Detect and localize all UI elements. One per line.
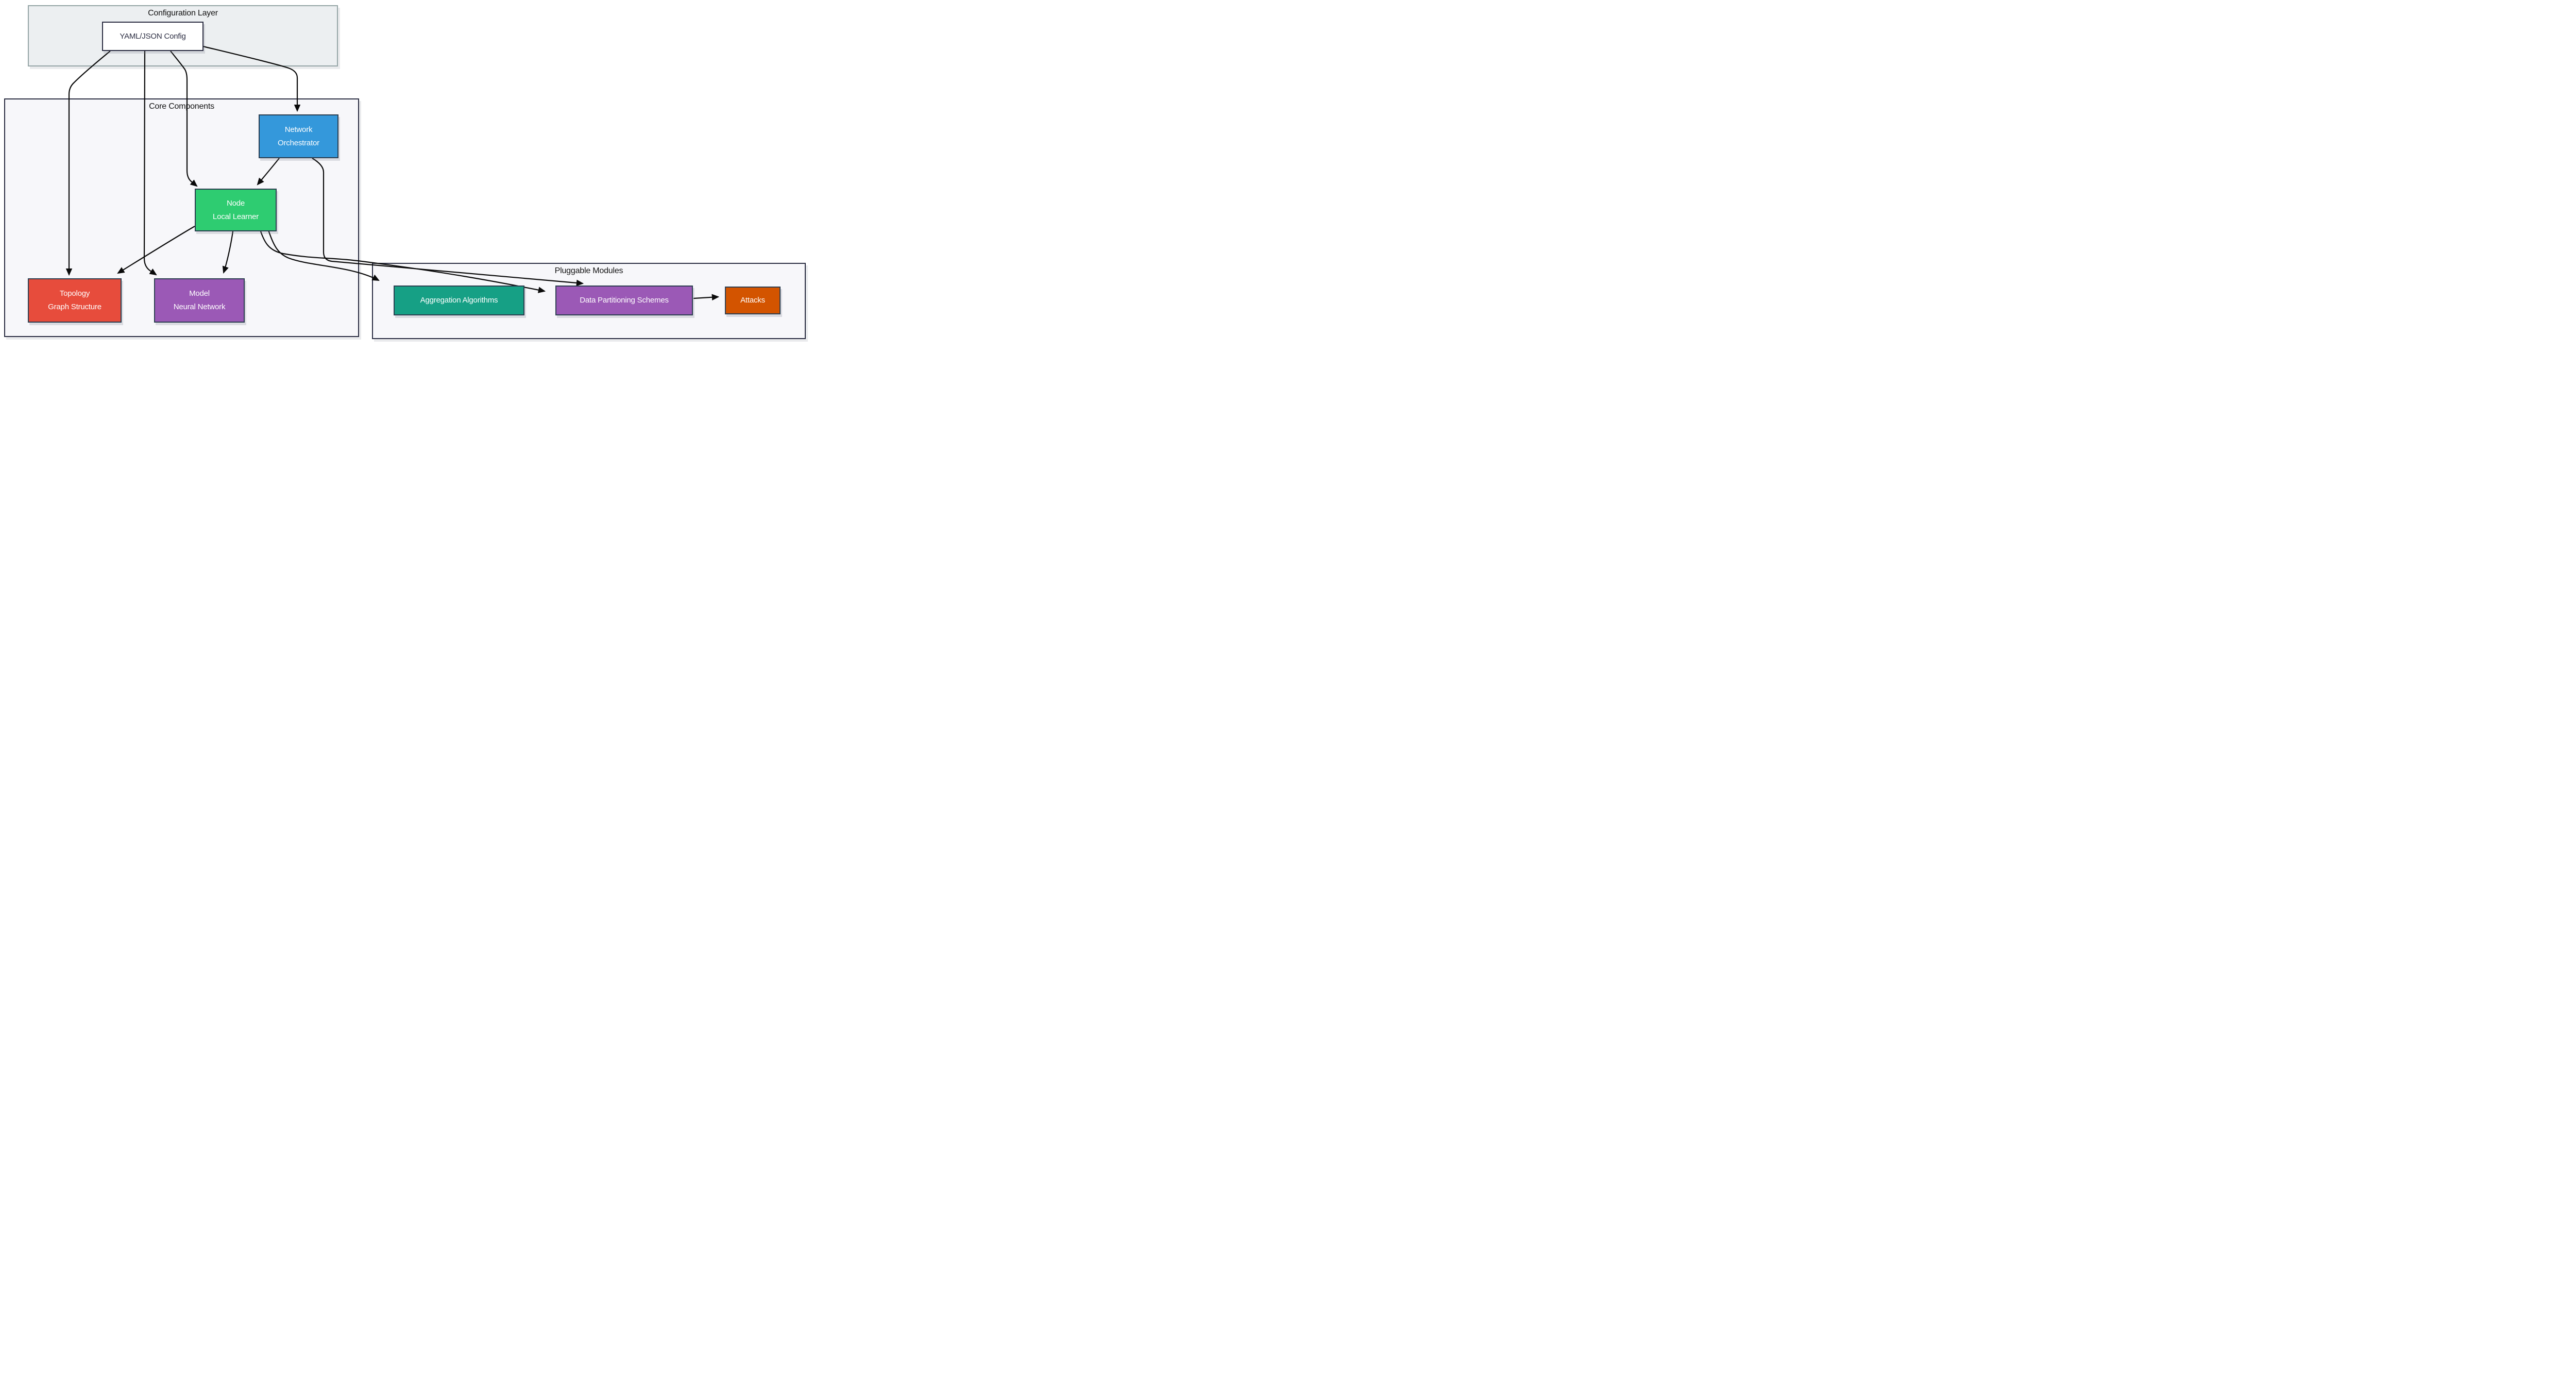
- node-label-line: Orchestrator: [278, 138, 319, 147]
- node-topology-graph-structure: Topology Graph Structure: [28, 278, 122, 323]
- node-label-line: Graph Structure: [48, 303, 101, 311]
- edges-layer: [65, 45, 720, 301]
- node-data-partitioning-schemes: Data Partitioning Schemes: [555, 286, 693, 315]
- edge-data-partitioning-to-attacks: [693, 294, 720, 301]
- node-label-line: Attacks: [740, 296, 765, 305]
- edge-node-to-model: [222, 231, 234, 274]
- edge-orchestrator-to-node-local-learner: [257, 158, 280, 186]
- configuration-layer-title: Configuration Layer: [148, 9, 218, 18]
- node-attacks: Attacks: [725, 287, 781, 314]
- node-model-neural-network: Model Neural Network: [154, 278, 245, 323]
- node-label-line: Neural Network: [173, 303, 226, 311]
- edge-config-to-model: [143, 51, 157, 276]
- node-label-line: Node: [226, 198, 245, 208]
- node-network-orchestrator: Network Orchestrator: [259, 114, 338, 158]
- node-label-line: Data Partitioning Schemes: [580, 296, 669, 305]
- node-label-line: Topology: [59, 289, 90, 298]
- node-node-local-learner: Node Local Learner: [195, 189, 277, 231]
- container-configuration-layer: Configuration Layer: [28, 5, 338, 66]
- edge-node-to-data-partitioning: [260, 231, 546, 293]
- node-yaml-json-config: YAML/JSON Config: [102, 22, 204, 51]
- node-label-line: Network: [284, 125, 313, 134]
- edge-node-to-topology: [117, 226, 195, 274]
- edge-config-to-network-orchestrator: [202, 45, 301, 112]
- node-label-line: Local Learner: [212, 212, 259, 221]
- node-label-line: Model: [189, 289, 210, 298]
- edge-config-to-node-local-learner: [170, 51, 198, 187]
- edge-config-to-topology: [65, 51, 111, 276]
- node-label-line: Aggregation Algorithms: [420, 296, 498, 305]
- node-aggregation-algorithms: Aggregation Algorithms: [394, 286, 524, 315]
- flowchart-canvas: Configuration Layer Core Components Plug…: [0, 0, 809, 344]
- pluggable-modules-title: Pluggable Modules: [554, 266, 623, 275]
- core-components-title: Core Components: [149, 102, 214, 111]
- node-label-line: YAML/JSON Config: [120, 31, 186, 41]
- edge-node-to-aggregation: [267, 230, 380, 281]
- edge-orchestrator-to-data-partitioning: [312, 158, 584, 287]
